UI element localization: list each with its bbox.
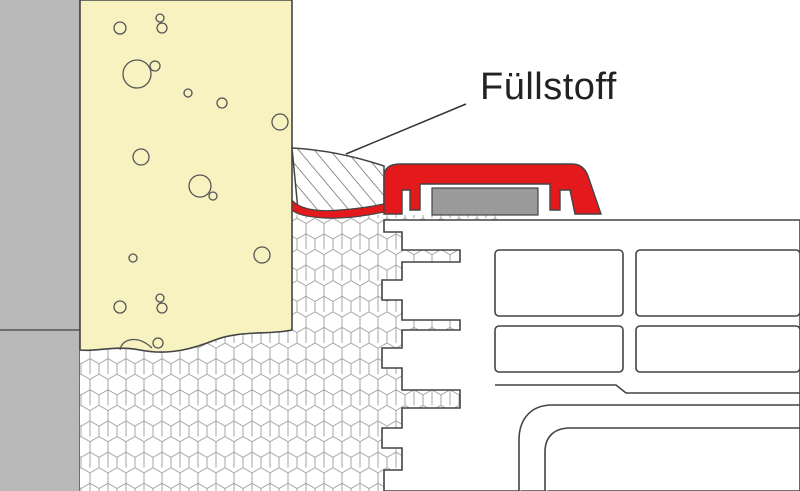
annotation-label: Füllstoff [480,66,617,108]
cover-profile [383,163,602,215]
plaster-layer [79,0,293,353]
wall-layer [0,0,81,491]
gasket [431,187,539,216]
window-frame [381,219,800,491]
leader-line [345,103,467,155]
